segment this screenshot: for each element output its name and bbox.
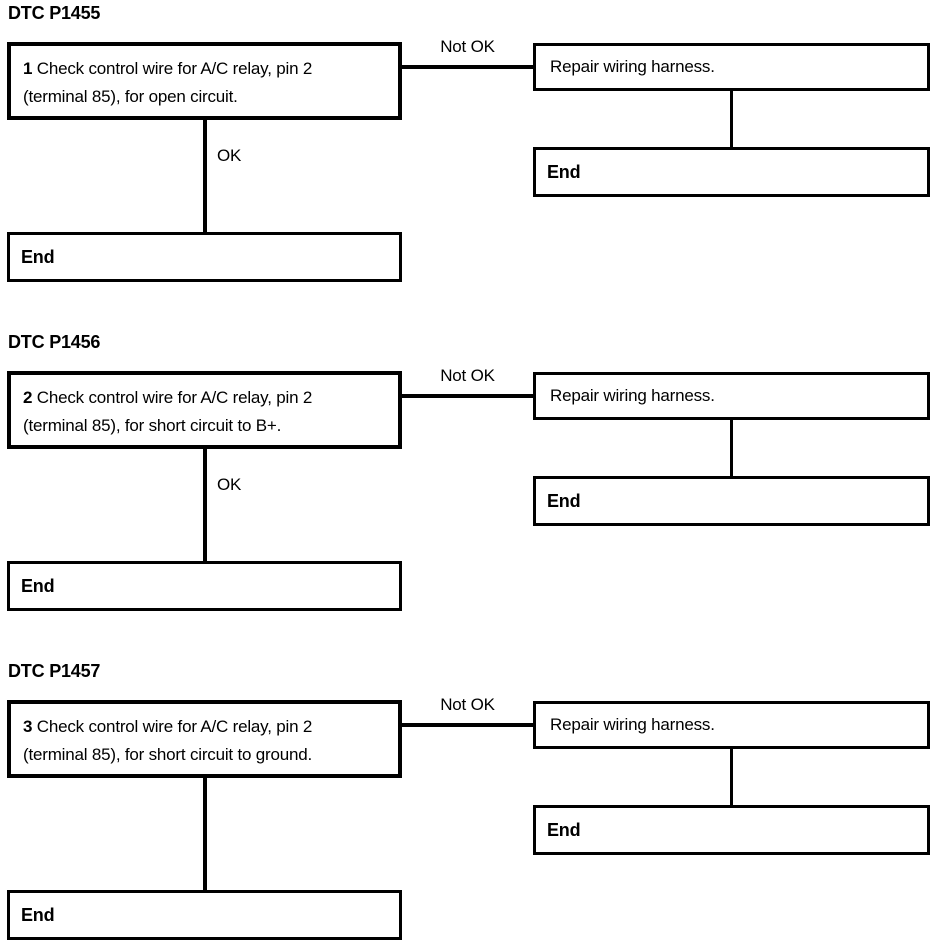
step-line1-text: Check control wire for A/C relay, pin 2 [36, 388, 313, 407]
ok-connector-line [203, 778, 207, 890]
dtc-section-p1456: DTC P1456 2 Check control wire for A/C r… [0, 329, 944, 619]
ok-label: OK [217, 146, 242, 165]
step-line-1: 3 Check control wire for A/C relay, pin … [23, 713, 388, 741]
step-line-2: (terminal 85), for short circuit to B+. [23, 416, 282, 435]
not-ok-connector-line [402, 723, 533, 727]
not-ok-label: Not OK [440, 37, 495, 56]
repair-text: Repair wiring harness. [550, 715, 715, 734]
repair-box: Repair wiring harness. [533, 43, 930, 91]
end-label-right: End [547, 161, 581, 182]
end-box-left: End [7, 890, 402, 940]
repair-to-end-connector-line [730, 420, 733, 476]
repair-box: Repair wiring harness. [533, 372, 930, 420]
ok-connector-line [203, 120, 207, 232]
step-number: 3 [23, 717, 33, 736]
repair-text: Repair wiring harness. [550, 57, 715, 76]
end-box-left: End [7, 232, 402, 282]
dtc-section-p1457: DTC P1457 3 Check control wire for A/C r… [0, 658, 944, 946]
repair-text: Repair wiring harness. [550, 386, 715, 405]
end-box-right: End [533, 805, 930, 855]
ok-connector-line [203, 449, 207, 561]
step-line-2: (terminal 85), for short circuit to grou… [23, 745, 313, 764]
dtc-section-p1455: DTC P1455 1 Check control wire for A/C r… [0, 0, 944, 290]
not-ok-label: Not OK [440, 695, 495, 714]
step-line-1: 1 Check control wire for A/C relay, pin … [23, 55, 388, 83]
step-box: 3 Check control wire for A/C relay, pin … [7, 700, 402, 778]
step-number: 2 [23, 388, 33, 407]
step-text: 3 Check control wire for A/C relay, pin … [11, 704, 398, 769]
step-text: 1 Check control wire for A/C relay, pin … [11, 46, 398, 111]
ok-label: OK [217, 475, 242, 494]
step-text: 2 Check control wire for A/C relay, pin … [11, 375, 398, 440]
step-box: 2 Check control wire for A/C relay, pin … [7, 371, 402, 449]
end-label-right: End [547, 819, 581, 840]
repair-to-end-connector-line [730, 749, 733, 805]
section-title: DTC P1457 [8, 661, 101, 681]
end-label-left: End [21, 246, 55, 267]
end-label-right: End [547, 490, 581, 511]
step-line1-text: Check control wire for A/C relay, pin 2 [36, 59, 313, 78]
step-line-2: (terminal 85), for open circuit. [23, 87, 238, 106]
repair-to-end-connector-line [730, 91, 733, 147]
end-label-left: End [21, 575, 55, 596]
step-box: 1 Check control wire for A/C relay, pin … [7, 42, 402, 120]
not-ok-connector-line [402, 65, 533, 69]
not-ok-label: Not OK [440, 366, 495, 385]
step-number: 1 [23, 59, 33, 78]
end-box-left: End [7, 561, 402, 611]
end-box-right: End [533, 476, 930, 526]
not-ok-connector-line [402, 394, 533, 398]
section-title: DTC P1456 [8, 332, 101, 352]
repair-box: Repair wiring harness. [533, 701, 930, 749]
end-box-right: End [533, 147, 930, 197]
section-title: DTC P1455 [8, 3, 101, 23]
step-line1-text: Check control wire for A/C relay, pin 2 [36, 717, 313, 736]
step-line-1: 2 Check control wire for A/C relay, pin … [23, 384, 388, 412]
end-label-left: End [21, 904, 55, 925]
